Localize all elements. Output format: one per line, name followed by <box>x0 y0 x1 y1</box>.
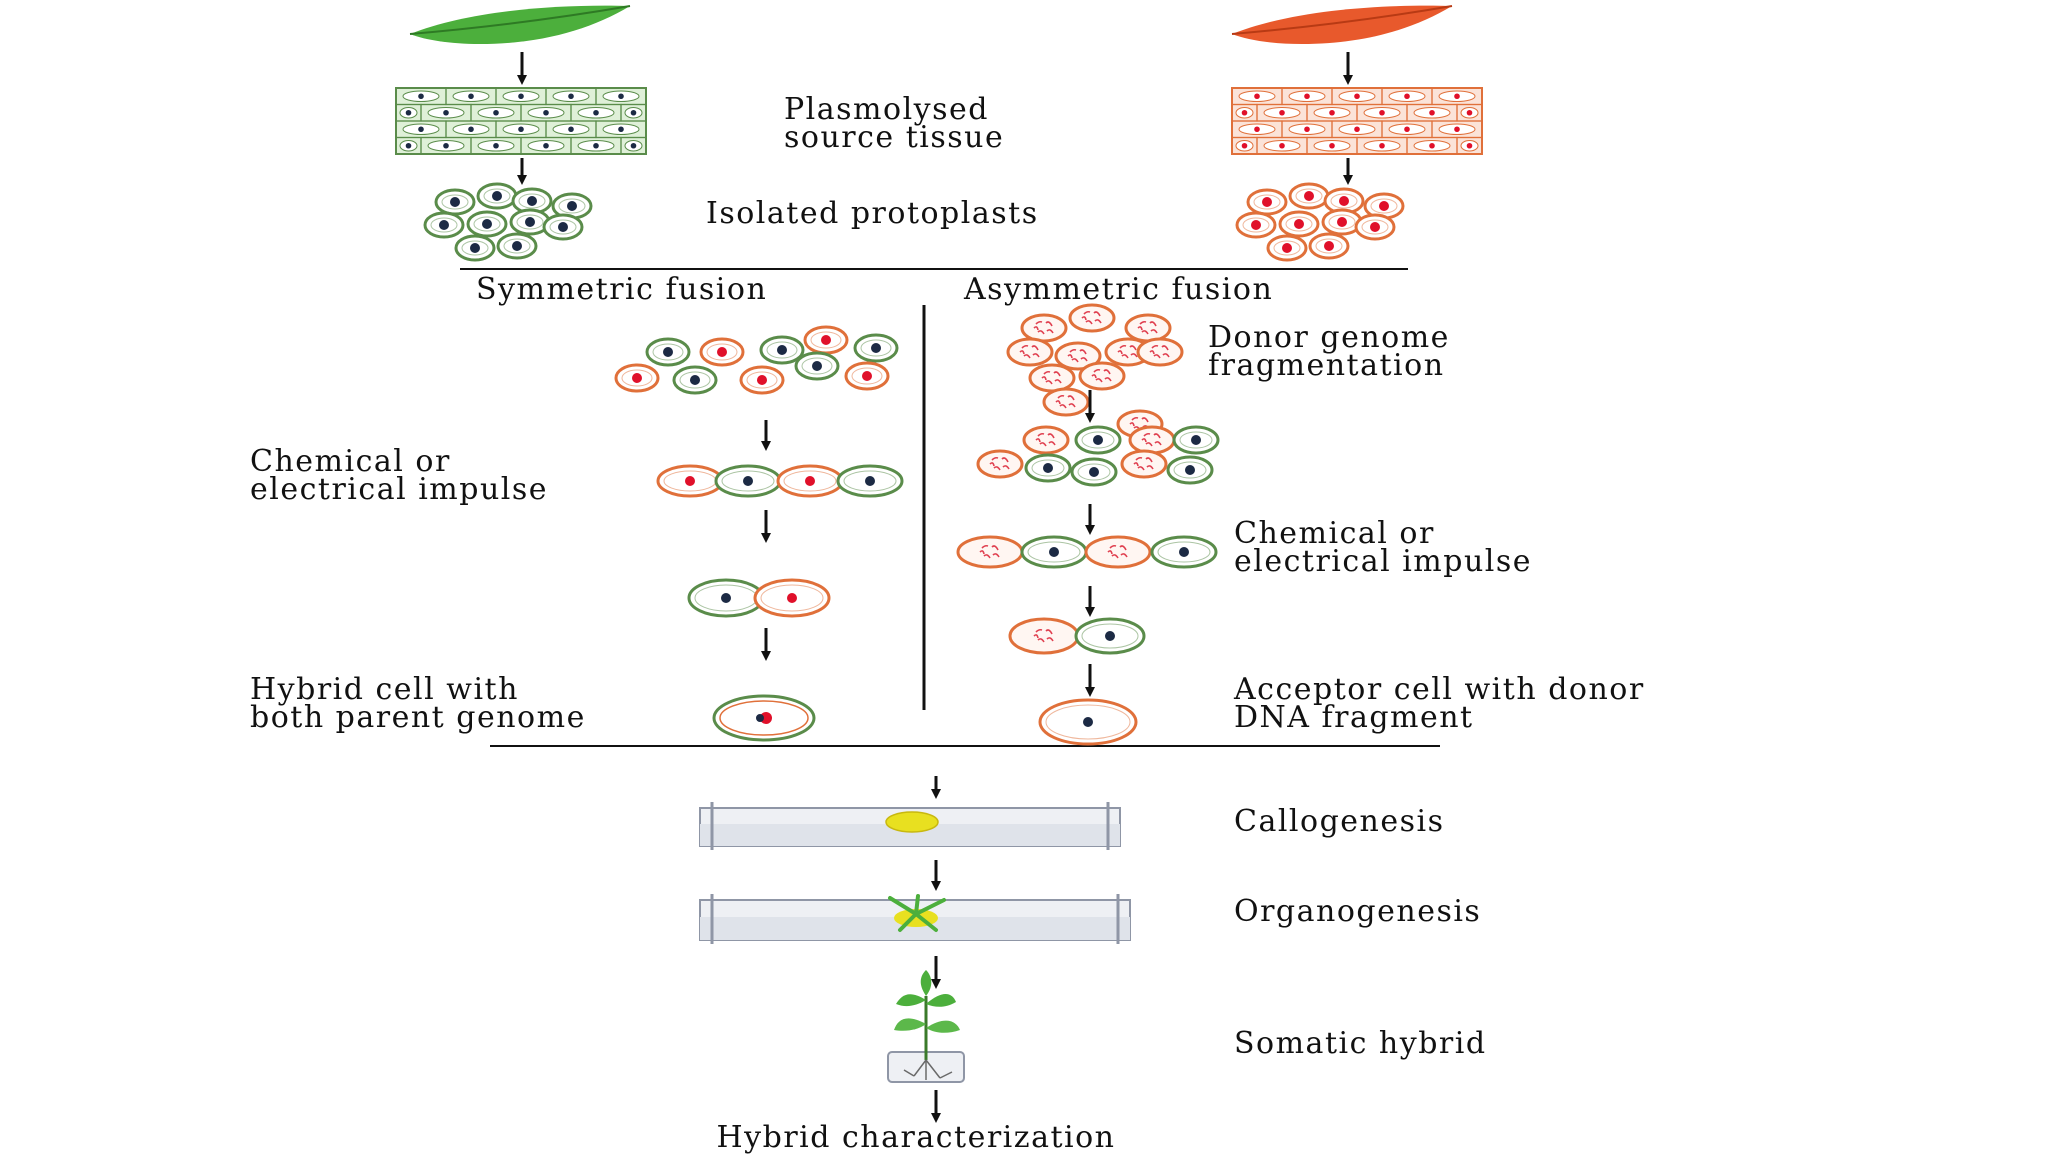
red-protoplast <box>699 337 745 367</box>
label-hybrid-line2: both parent genome <box>250 700 586 735</box>
acceptor-cell-with-fragment <box>1038 698 1138 746</box>
green-protoplast <box>672 365 718 395</box>
label-chem-right-line1: Chemical or <box>1234 516 1435 551</box>
red-isolated-protoplasts <box>1235 182 1405 262</box>
acceptor-protoplast <box>1024 453 1072 483</box>
red-protoplast <box>1288 182 1330 210</box>
fragmented-donor-cell <box>1042 387 1090 417</box>
red-protoplast <box>844 361 890 391</box>
green-protoplast <box>542 213 584 241</box>
label-plasmolysed-line2: source tissue <box>784 120 1005 155</box>
red-protoplast <box>739 365 785 395</box>
green-protoplast <box>836 464 904 498</box>
fragmented-donor-cell <box>1028 363 1076 393</box>
fragmented-donor-cell <box>1068 303 1116 333</box>
fusing-red-half <box>753 578 831 618</box>
asymmetric-mixed-protoplasts <box>976 409 1220 487</box>
red-plasmolysed-tissue <box>1231 87 1483 155</box>
label-organogenesis: Organogenesis <box>1234 894 1482 929</box>
fragmented-donor-cell <box>1078 361 1126 391</box>
fusing-green-half <box>687 578 765 618</box>
label-symmetric-fusion: Symmetric fusion <box>476 272 768 307</box>
green-protoplast <box>794 351 840 381</box>
label-chem-left-line1: Chemical or <box>250 444 451 479</box>
fragmented-donor-cell <box>1136 337 1184 367</box>
red-protoplast <box>1235 211 1277 239</box>
asymmetric-fusing-cell <box>1008 617 1146 655</box>
fragmented-donor-cell <box>1124 313 1172 343</box>
label-hybrid-characterization: Hybrid characterization <box>716 1120 1116 1155</box>
green-isolated-protoplasts <box>423 182 593 262</box>
acceptor-cell <box>1038 698 1138 746</box>
acceptor-protoplast <box>1020 535 1088 569</box>
label-plasmolysed-line1: Plasmolysed <box>784 92 989 127</box>
label-donor-line1: Donor genome <box>1208 320 1450 355</box>
somatic-hybrid-plant-icon <box>887 970 965 1083</box>
green-protoplast <box>509 208 551 236</box>
green-protoplast <box>476 182 518 210</box>
red-protoplast <box>1266 234 1308 262</box>
fragmented-donor-cell <box>1020 313 1068 343</box>
label-chem-right-line2: electrical impulse <box>1234 544 1533 579</box>
red-protoplast <box>614 363 660 393</box>
green-protoplast <box>853 333 899 363</box>
organogenesis-dish-icon <box>699 894 1131 944</box>
red-protoplast <box>776 464 844 498</box>
fragmented-donor-cell <box>1128 425 1176 455</box>
red-protoplast <box>1354 213 1396 241</box>
green-protoplast <box>434 188 476 216</box>
acceptor-protoplast <box>1172 425 1220 455</box>
label-callogenesis: Callogenesis <box>1234 804 1445 839</box>
fragmented-donor-cell <box>1054 341 1102 371</box>
green-leaf-midrib <box>409 5 631 35</box>
red-protoplast <box>1246 188 1288 216</box>
fragmented-donor-cell <box>1120 449 1168 479</box>
red-protoplast <box>1278 210 1320 238</box>
label-acceptor-line1: Acceptor cell with donor <box>1234 672 1645 707</box>
label-donor-line2: fragmentation <box>1208 348 1445 383</box>
label-chem-left-line2: electrical impulse <box>250 472 549 507</box>
green-protoplast <box>423 211 465 239</box>
acceptor-protoplast <box>1166 455 1214 485</box>
fragmented-donor-cell <box>1006 337 1054 367</box>
green-protoplast <box>645 337 691 367</box>
fragmented-donor-cell <box>1022 425 1070 455</box>
fusing-acceptor-half <box>1074 617 1146 655</box>
label-acceptor-line2: DNA fragment <box>1234 700 1474 735</box>
acceptor-protoplast <box>1070 457 1118 487</box>
red-leaf-midrib <box>1231 5 1453 35</box>
label-somatic-hybrid: Somatic hybrid <box>1234 1026 1487 1061</box>
green-protoplast <box>466 210 508 238</box>
label-hybrid-line1: Hybrid cell with <box>250 672 519 707</box>
label-asymmetric-fusion: Asymmetric fusion <box>964 272 1274 307</box>
label-isolated-protoplasts: Isolated protoplasts <box>706 196 1039 231</box>
red-protoplast <box>1308 232 1350 260</box>
green-protoplast <box>496 232 538 260</box>
fragmented-donor-cell <box>956 535 1024 569</box>
red-protoplast <box>656 464 724 498</box>
acceptor-protoplast <box>1074 425 1122 455</box>
fragmented-donor-cell <box>1008 617 1080 655</box>
asymmetric-aligned-protoplasts <box>956 535 1218 569</box>
red-protoplast <box>803 325 849 355</box>
symmetric-mixed-protoplasts <box>614 325 899 395</box>
green-protoplast <box>714 464 782 498</box>
green-plasmolysed-tissue <box>395 87 647 155</box>
green-protoplast <box>759 335 805 365</box>
green-protoplast <box>454 234 496 262</box>
hybrid-cell <box>712 694 816 742</box>
fragmented-donor-cell <box>1084 535 1152 569</box>
fragmented-donor-cell <box>976 449 1024 479</box>
red-protoplast <box>1323 187 1365 215</box>
symmetric-aligned-protoplasts <box>656 464 904 498</box>
symmetric-fusing-cell <box>687 578 831 618</box>
donor-fragmented-protoplasts <box>1006 303 1184 417</box>
flow-arrows <box>517 52 1353 1123</box>
acceptor-protoplast <box>1150 535 1218 569</box>
callogenesis-dish-icon <box>699 802 1121 850</box>
